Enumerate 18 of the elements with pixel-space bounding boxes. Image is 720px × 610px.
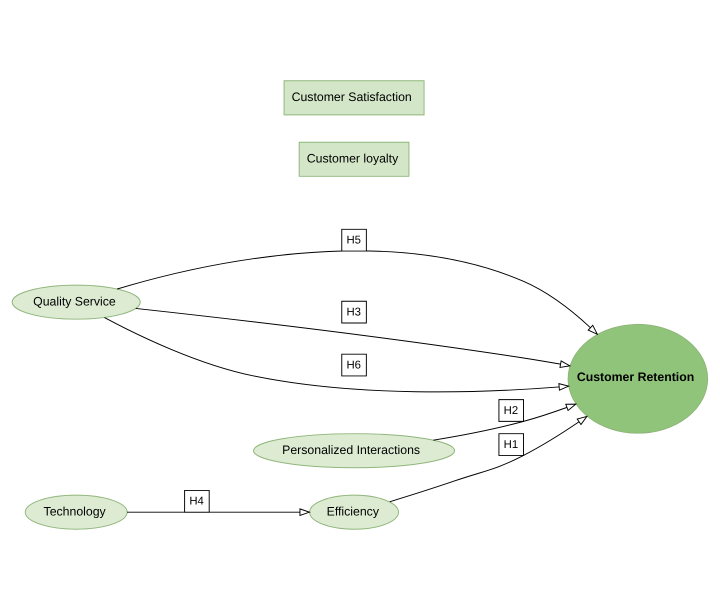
edge-label: H2 [504,404,518,417]
arrow [135,308,572,368]
node-ellipse: Technology [24,494,128,530]
arrow [116,250,598,336]
node-ellipse: Personalized Interactions [253,433,456,468]
edge-label: H4 [189,496,204,508]
edge-label: H6 [346,359,362,372]
arrow [104,317,570,392]
arrow [126,508,311,516]
arrow [432,404,578,441]
node-ellipse: Quality Service [12,284,141,320]
edge-label: H1 [504,438,518,451]
arrow [389,416,588,502]
node-box: Customer Satisfaction [284,80,425,116]
edge-label: H3 [346,306,362,318]
node-ellipse: Efficiency [309,494,399,530]
edge-label: H5 [346,234,362,247]
node-box: Customer loyalty [298,142,410,177]
